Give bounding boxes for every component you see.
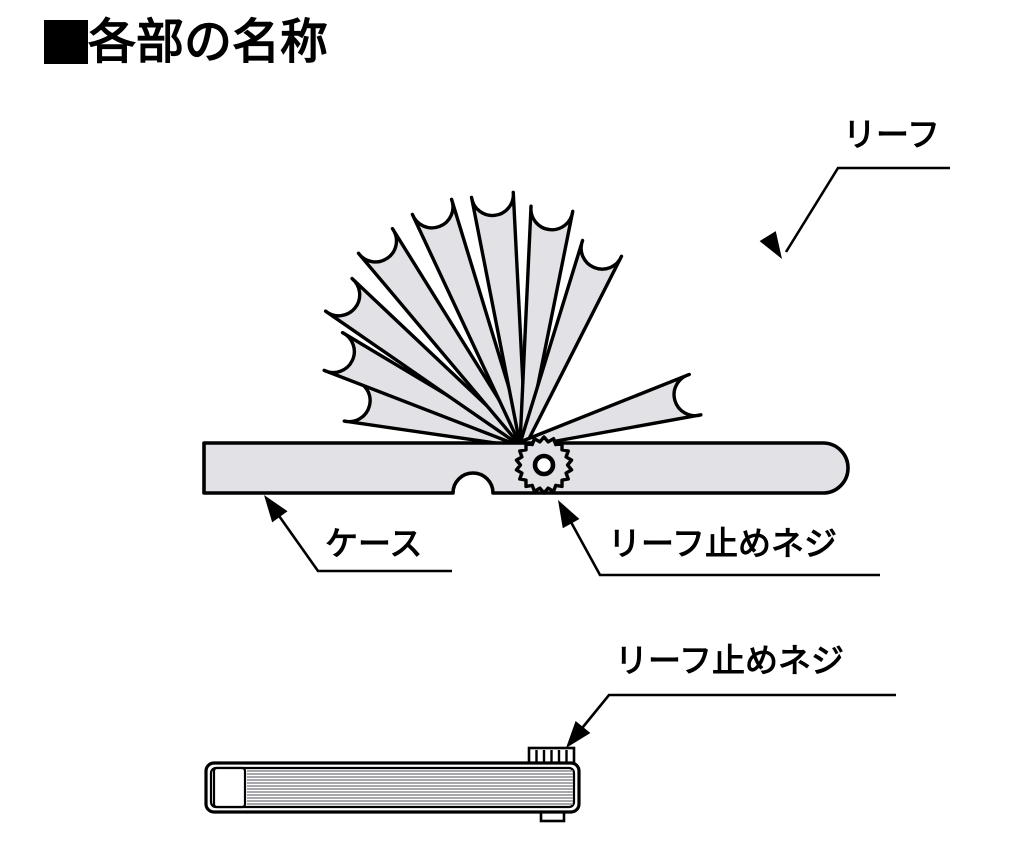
label-leaf: リーフ [843, 115, 941, 154]
leader-screw-bottom [572, 693, 896, 739]
page-title: 各部の名称 [44, 18, 328, 66]
page-title-text: 各部の名称 [88, 14, 329, 70]
leaf-blade [410, 197, 528, 447]
leaf-blade [469, 190, 528, 447]
screw-center-hole [532, 453, 556, 477]
leader-case [270, 505, 452, 573]
leaf-blade [356, 226, 528, 448]
leaf-blade [520, 372, 703, 449]
closed-end-cap [212, 766, 247, 809]
leader-lines-group [264, 166, 950, 748]
leaf-blade [322, 330, 527, 449]
label-case: ケース [325, 524, 423, 563]
filled-square-bullet-icon [44, 20, 88, 64]
closed-gauge-group [204, 746, 581, 823]
label-leaf-screw-bottom: リーフ止めネジ [615, 641, 845, 680]
leader-screw-top-arrowhead [558, 500, 580, 529]
leaf-blade [323, 276, 527, 449]
leaf-blade [518, 204, 575, 447]
leader-leaf-arrowhead [759, 231, 782, 259]
label-leaf-screw-top: リーフ止めネジ [608, 524, 838, 563]
leader-leaf [784, 166, 950, 253]
leader-screw-top [564, 512, 880, 577]
leader-case-arrowhead [264, 495, 288, 523]
leaf-retaining-screw-group [514, 435, 574, 495]
leaf-blade [518, 238, 624, 447]
leader-screw-bottom-arrowhead [566, 721, 591, 748]
leaf-stack-group [322, 190, 703, 449]
